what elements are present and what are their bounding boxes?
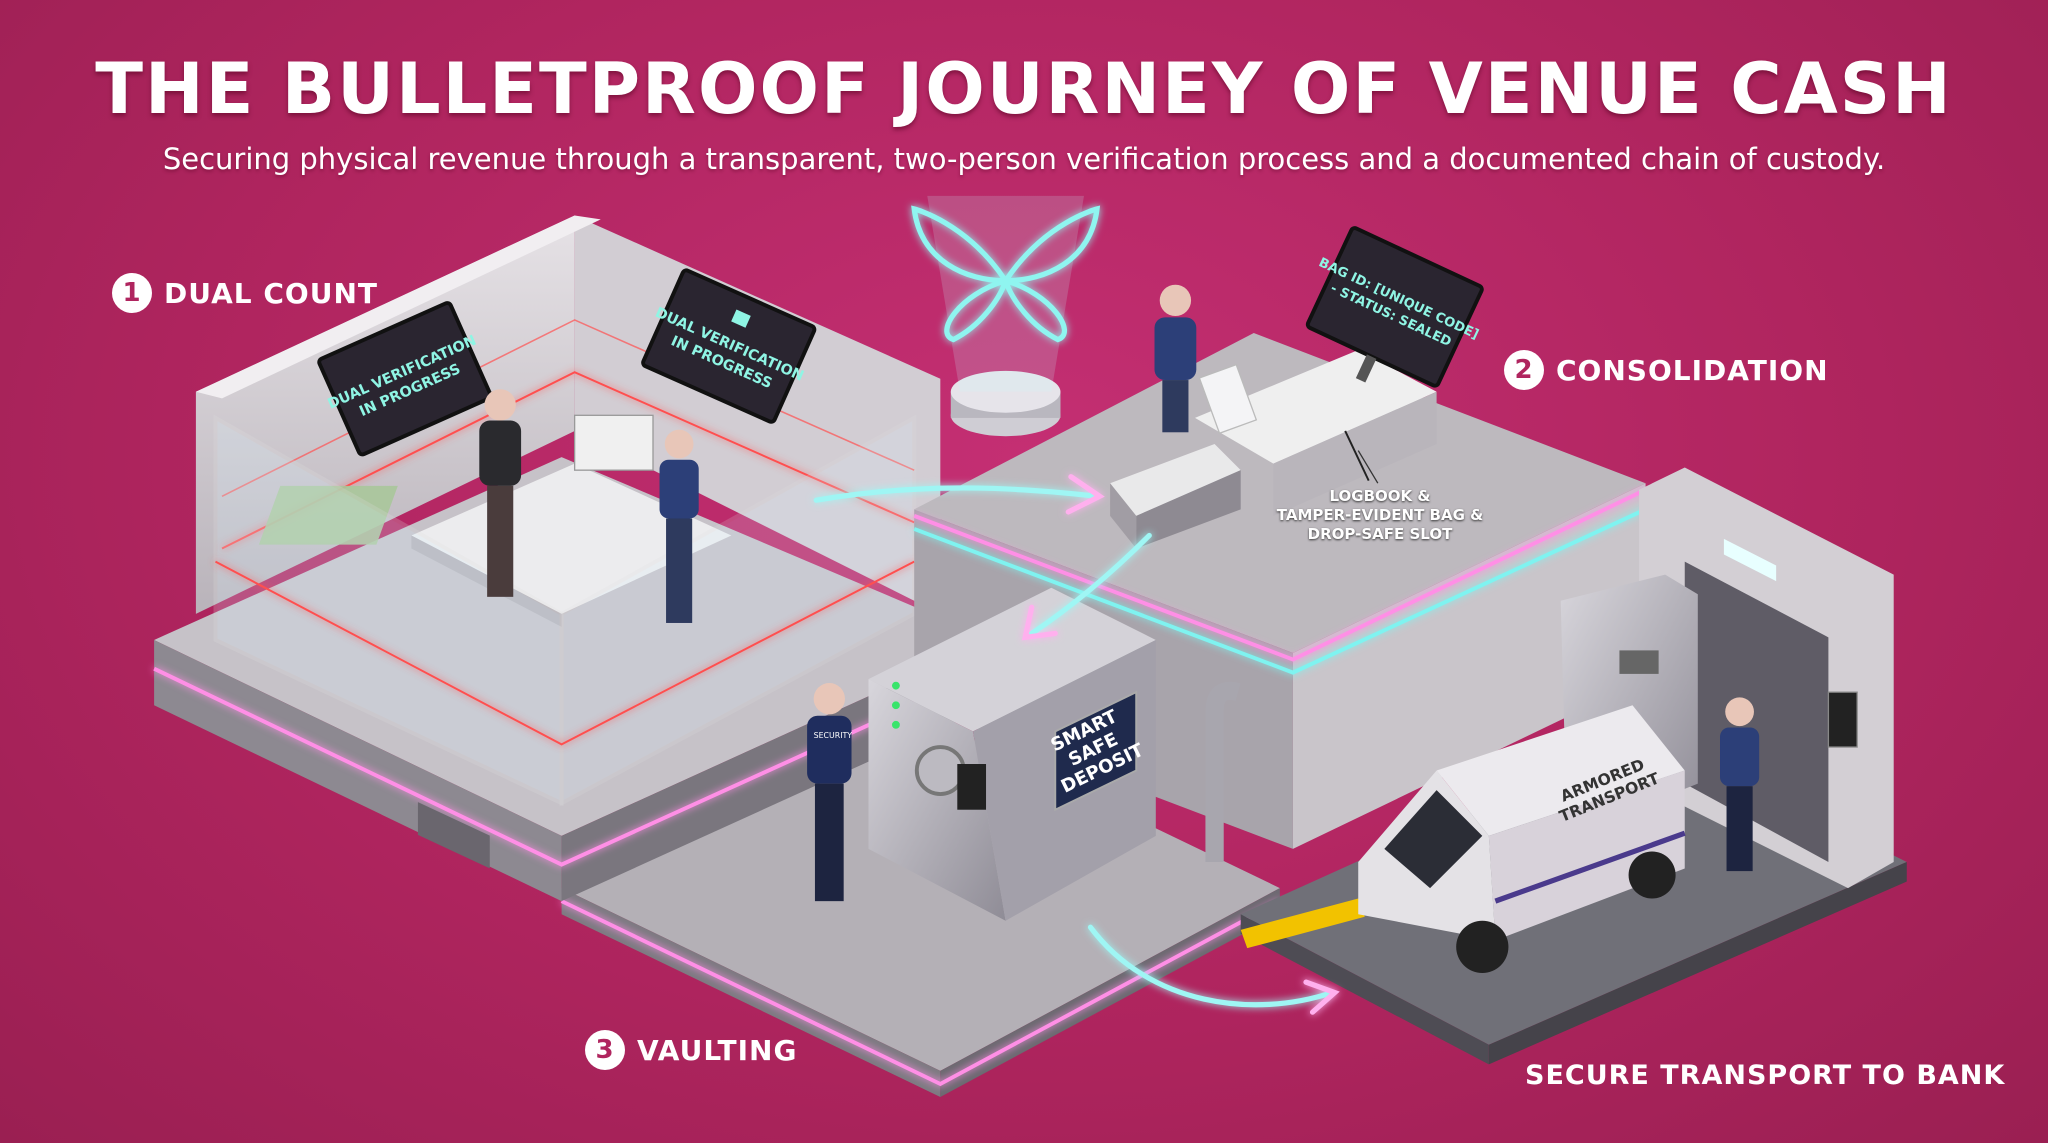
step-consolidation: 2 CONSOLIDATION <box>1504 350 1829 390</box>
hologram-logo <box>911 195 1101 437</box>
monitor-dual-verification-left: DUAL VERIFICATION IN PROGRESS <box>317 301 493 457</box>
page-title: THE BULLETPROOF JOURNEY OF VENUE CASH <box>95 48 1953 130</box>
note-line: TAMPER-EVIDENT BAG & <box>1276 506 1484 524</box>
step-vaulting: 3 VAULTING <box>585 1030 797 1070</box>
step-dual-count: 1 DUAL COUNT <box>112 273 378 313</box>
note-line: LOGBOOK & <box>1329 487 1431 505</box>
arrow-to-vault <box>1029 532 1152 637</box>
vest-label: SECURITY <box>814 731 853 740</box>
step-secure-transport: SECURE TRANSPORT TO BANK <box>1525 1060 2006 1091</box>
page-subtitle: Securing physical revenue through a tran… <box>162 142 1886 176</box>
step-label: DUAL COUNT <box>164 276 378 310</box>
arrow-to-consolidation <box>813 485 1100 503</box>
step-number: 3 <box>585 1030 625 1070</box>
step-label: VAULTING <box>637 1033 798 1067</box>
step-number: 1 <box>112 273 152 313</box>
step-label: CONSOLIDATION <box>1556 353 1829 387</box>
smart-safe[interactable]: SMART SAFE DEPOSIT <box>868 587 1156 921</box>
arrow-to-transport <box>1087 924 1335 1008</box>
consolidation-platform <box>913 333 1647 849</box>
monitor-dual-verification-right: DUAL VERIFICATION IN PROGRESS <box>641 268 817 424</box>
step-number: 2 <box>1504 350 1544 390</box>
lock-icon <box>731 309 751 328</box>
note-line: DROP-SAFE SLOT <box>1307 525 1453 543</box>
flow-arrows <box>813 474 1340 1015</box>
dual-count-room <box>153 215 994 902</box>
staff-figures: SECURITY <box>479 284 1760 902</box>
consolidation-note: LOGBOOK & TAMPER-EVIDENT BAG & DROP-SAFE… <box>1265 487 1495 544</box>
armored-truck[interactable]: ARMORED TRANSPORT <box>1358 705 1686 973</box>
